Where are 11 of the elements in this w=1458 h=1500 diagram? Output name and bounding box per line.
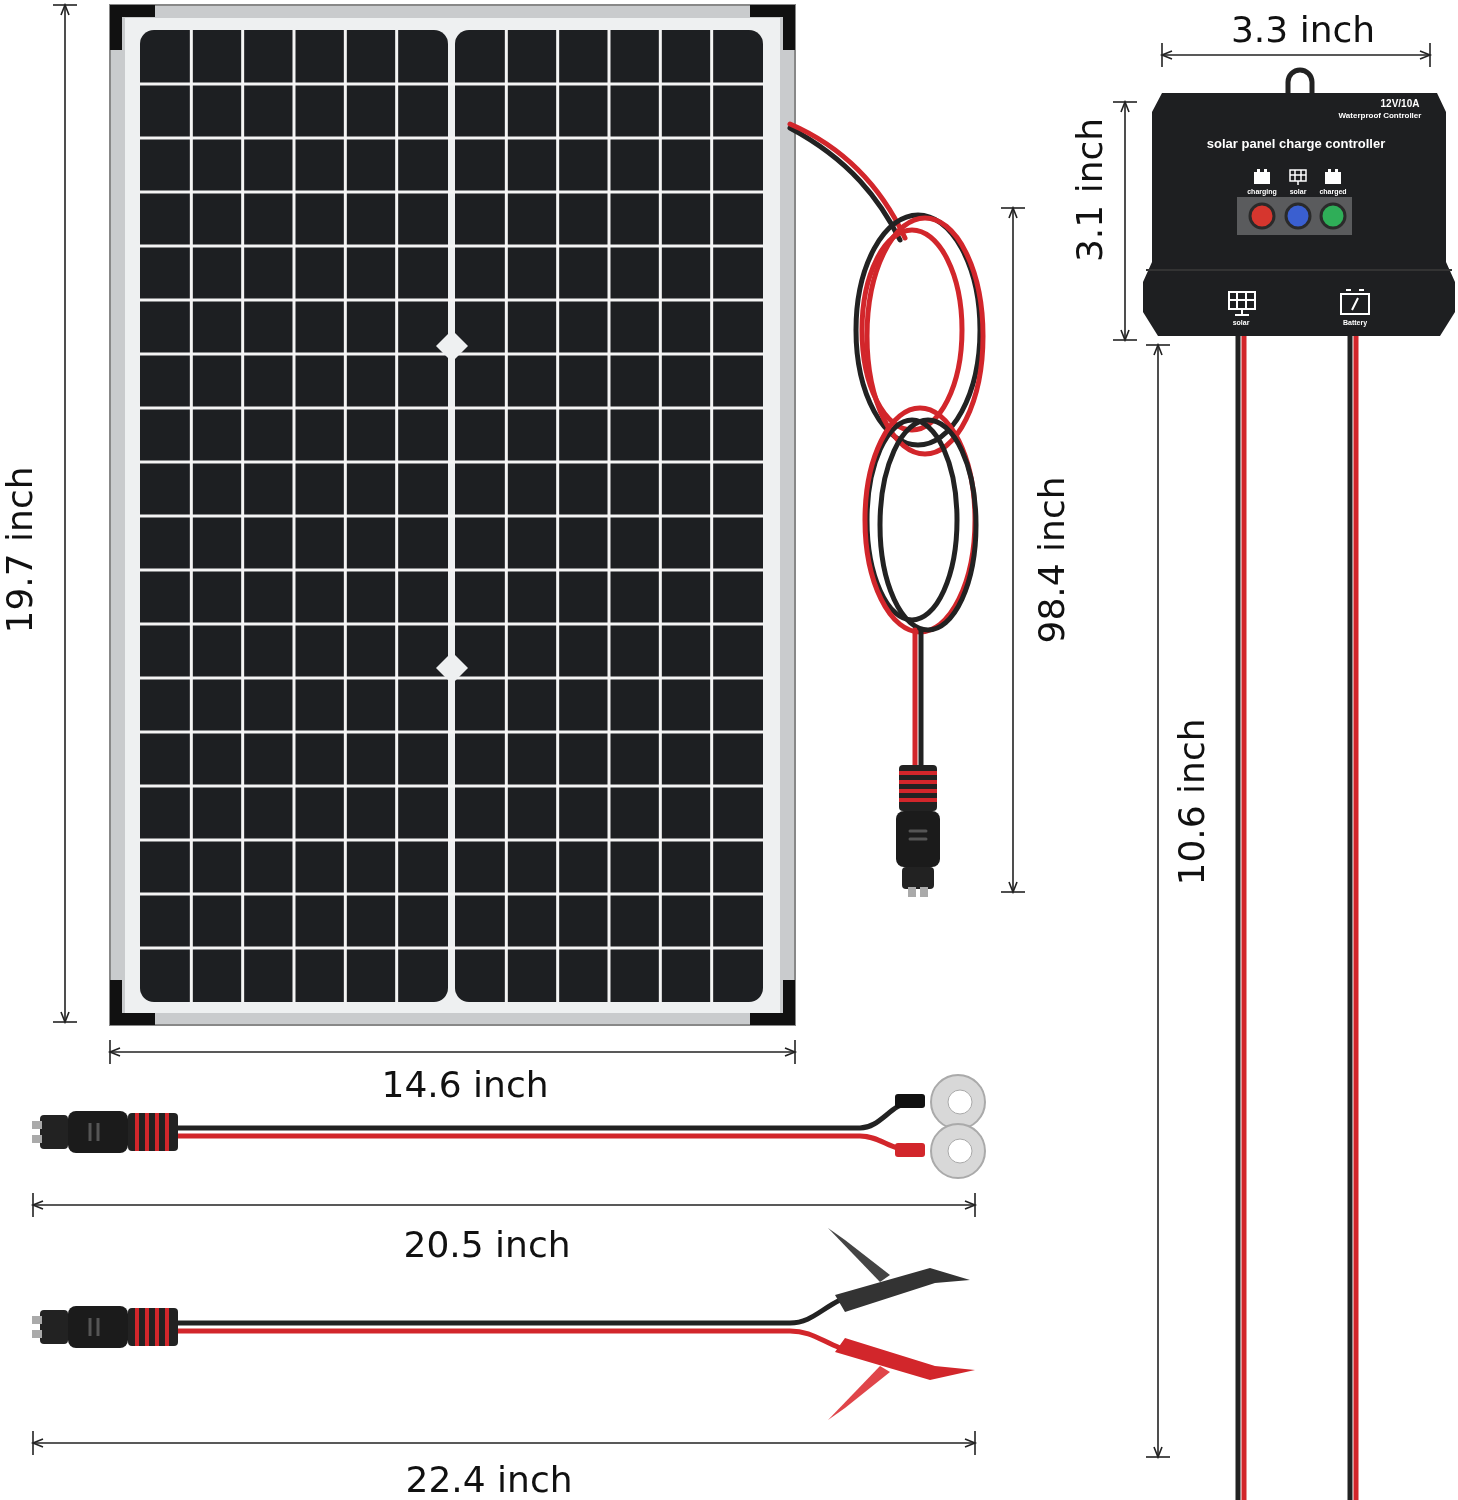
controller-label: Waterproof Controller <box>1338 111 1422 121</box>
dimension-label: 3.1 inch <box>1070 117 1110 263</box>
dimension-label: 10.6 inch <box>1172 718 1212 886</box>
dimension-label: 98.4 inch <box>1032 476 1072 644</box>
dimension-label: 14.6 inch <box>381 1065 549 1105</box>
dimension-label: 22.4 inch <box>405 1460 573 1500</box>
rating-label: 12V/10A <box>1380 97 1420 109</box>
dimension-label: 20.5 inch <box>403 1225 571 1265</box>
dimension-label: 3.3 inch <box>1230 10 1376 50</box>
dimension-label: 19.7 inch <box>0 466 40 634</box>
controller-title: solar panel charge controller <box>1206 136 1386 152</box>
